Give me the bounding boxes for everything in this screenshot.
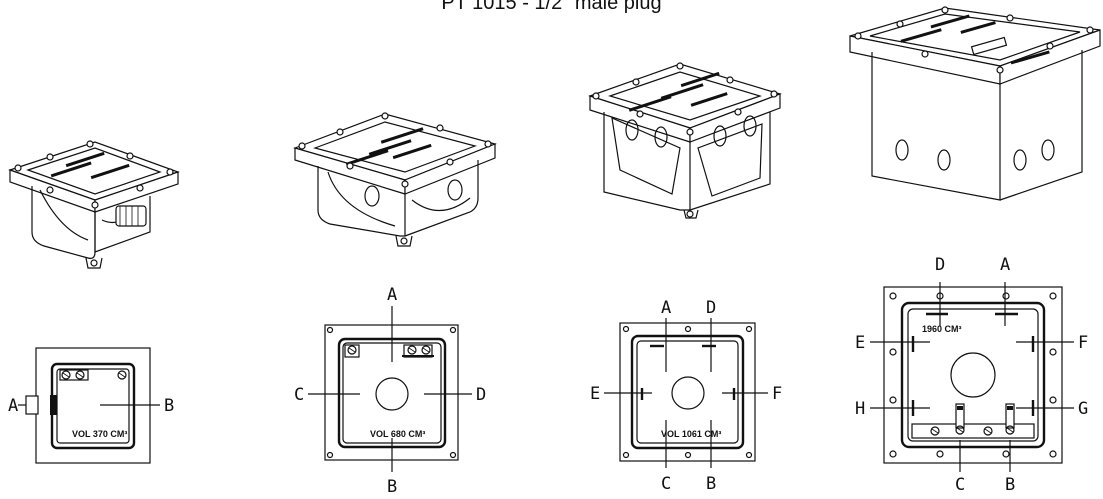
callout-label: A: [661, 298, 671, 318]
enclosure-plan-medium: [308, 306, 472, 472]
callout-label: G: [1078, 399, 1088, 419]
callout-label: D: [476, 385, 486, 405]
callout-label: A: [387, 285, 397, 305]
enclosure-iso-medium: [293, 112, 497, 247]
callout-label: A: [8, 396, 18, 416]
enclosure-plan-xlarge: [870, 282, 1074, 472]
callout-label: C: [661, 474, 671, 494]
enclosure-plan-small: [18, 347, 160, 464]
enclosure-plan-large: [604, 318, 768, 468]
callout-label: B: [706, 474, 716, 494]
callout-label: B: [164, 396, 174, 416]
enclosure-iso-xlarge: [849, 6, 1101, 201]
callout-label: E: [590, 384, 600, 404]
callout-label: C: [955, 475, 965, 495]
callout-label: H: [855, 399, 865, 419]
volume-label: VOL 370 CM³: [72, 429, 127, 439]
drawing-caption: PT 1015 - 1/2" male plug: [441, 0, 662, 14]
volume-label: VOL 680 CM³: [370, 429, 425, 439]
callout-label: E: [855, 333, 865, 353]
callout-label: A: [1000, 255, 1010, 275]
callout-label: F: [772, 384, 782, 404]
callout-label: B: [387, 477, 397, 497]
enclosure-iso-small: [8, 140, 180, 269]
callout-label: C: [294, 385, 304, 405]
volume-label: 1960 CM³: [922, 324, 962, 334]
callout-label: D: [935, 255, 945, 275]
callout-label: B: [1005, 475, 1015, 495]
callout-label: D: [706, 298, 716, 318]
enclosure-iso-large: [588, 62, 782, 219]
volume-label: VOL 1061 CM³: [661, 429, 721, 439]
callout-label: F: [1078, 333, 1088, 353]
